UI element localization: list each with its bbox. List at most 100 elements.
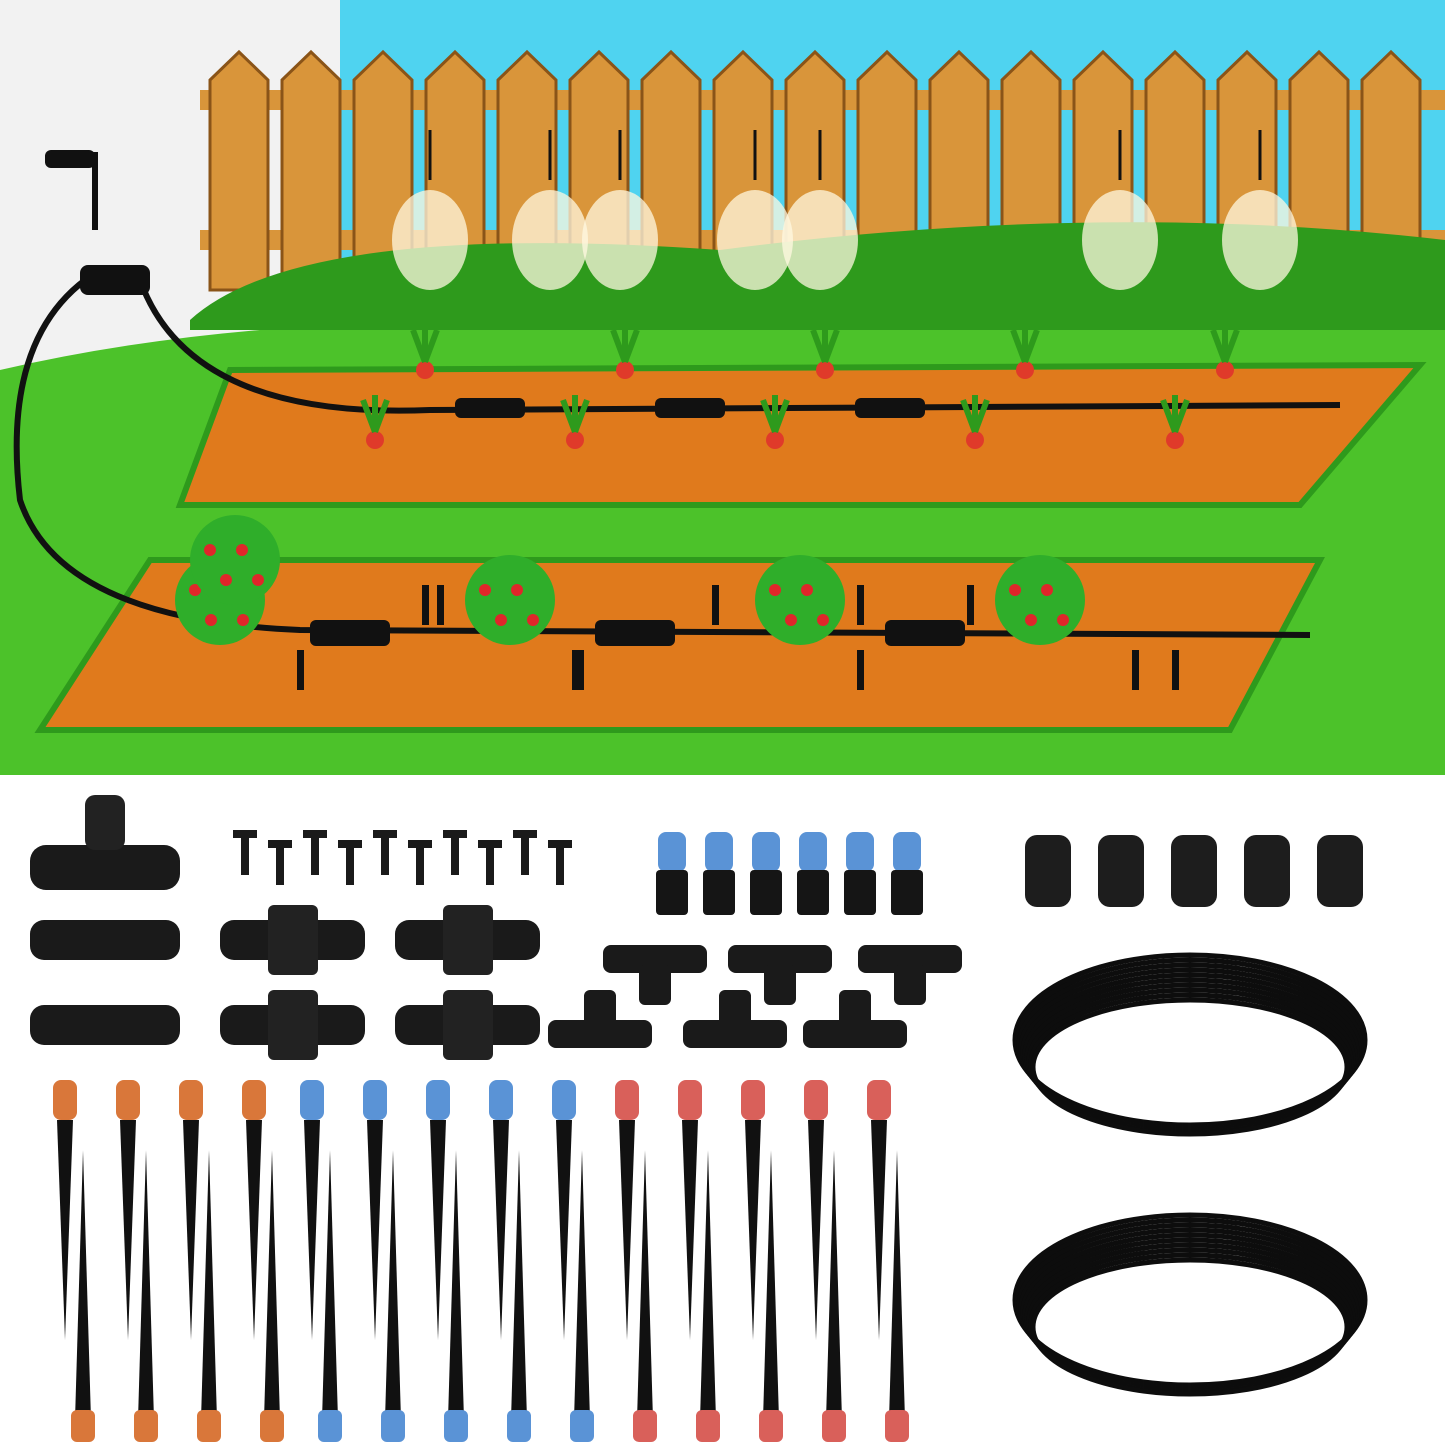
misting-nozzle <box>797 870 829 915</box>
stake-nozzle-red <box>759 1410 783 1442</box>
stake-nozzle-red <box>615 1080 639 1120</box>
tee-connector-branch <box>764 965 796 1005</box>
stake-blue <box>493 1120 509 1340</box>
stake-red <box>619 1120 635 1340</box>
faucet-connector <box>80 265 150 295</box>
end-cap <box>1171 835 1217 907</box>
stake-blue <box>574 1150 590 1420</box>
plug-stem <box>276 840 284 885</box>
tomato <box>511 584 523 596</box>
tomato <box>189 584 201 596</box>
stake-sprinkler <box>1132 650 1139 690</box>
plug-stem <box>521 830 529 875</box>
stake-orange <box>264 1150 280 1420</box>
mist-spray <box>582 190 658 290</box>
stake-nozzle-red <box>696 1410 720 1442</box>
tomato <box>801 584 813 596</box>
carrot <box>1216 361 1234 379</box>
stake-red <box>889 1150 905 1420</box>
stake-nozzle-orange <box>134 1410 158 1442</box>
mist-spray <box>782 190 858 290</box>
tomato <box>220 574 232 586</box>
carrot-leaves <box>810 325 840 364</box>
stake-nozzle-orange <box>116 1080 140 1120</box>
stake-nozzle-blue <box>363 1080 387 1120</box>
four-way-ports <box>443 990 493 1060</box>
stake-nozzle-orange <box>179 1080 203 1120</box>
bed-connector <box>310 620 390 646</box>
stake-nozzle-orange <box>53 1080 77 1120</box>
tee-connector-branch <box>584 990 616 1030</box>
stake-orange <box>57 1120 73 1340</box>
plug-stem <box>381 830 389 875</box>
carrot-leaves <box>1010 325 1040 364</box>
two-way-connector <box>30 920 180 960</box>
bed-connector <box>885 620 965 646</box>
misting-nozzle-cap <box>846 832 874 872</box>
valve-knob <box>85 795 125 850</box>
tomato <box>237 614 249 626</box>
stake-red <box>745 1120 761 1340</box>
four-way-ports <box>268 905 318 975</box>
carrot-leaves <box>360 395 390 434</box>
stake-sprinkler <box>857 650 864 690</box>
stake-sprinkler <box>572 650 579 690</box>
stake-nozzle-red <box>741 1080 765 1120</box>
mist-spray <box>1222 190 1298 290</box>
carrot-leaves <box>560 395 590 434</box>
tomato <box>769 584 781 596</box>
misting-nozzle-cap <box>752 832 780 872</box>
kit-components <box>30 795 1368 1442</box>
end-cap <box>1098 835 1144 907</box>
faucet-icon <box>45 150 95 168</box>
stake-sprinkler <box>437 585 444 625</box>
tube-coil-center <box>1070 1270 1310 1360</box>
four-way-ports <box>443 905 493 975</box>
end-cap <box>1025 835 1071 907</box>
bed-connector <box>595 620 675 646</box>
stake-sprinkler <box>422 585 429 625</box>
bed-connector <box>655 398 725 418</box>
stake-orange <box>75 1150 91 1420</box>
tube-coil-center <box>1070 1010 1310 1100</box>
stake-nozzle-red <box>804 1080 828 1120</box>
bed-connector <box>455 398 525 418</box>
tomato <box>785 614 797 626</box>
misting-nozzle <box>656 870 688 915</box>
end-cap <box>1244 835 1290 907</box>
stake-blue <box>511 1150 527 1420</box>
stake-nozzle-blue <box>381 1410 405 1442</box>
carrot <box>566 431 584 449</box>
stake-blue <box>448 1150 464 1420</box>
tee-connector <box>603 945 707 973</box>
stake-sprinkler <box>1172 650 1179 690</box>
tube-coil <box>1030 1257 1350 1397</box>
stake-orange <box>120 1120 136 1340</box>
stake-nozzle-blue <box>507 1410 531 1442</box>
tomato <box>252 574 264 586</box>
tube-coil <box>1030 997 1350 1137</box>
tee-connector <box>548 1020 652 1048</box>
misting-nozzle <box>844 870 876 915</box>
carrot-leaves <box>410 325 440 364</box>
tomato-plant <box>190 515 280 605</box>
stake-red <box>826 1150 842 1420</box>
tee-connector <box>728 945 832 973</box>
mist-spray <box>512 190 588 290</box>
misting-nozzle-cap <box>658 832 686 872</box>
tomato <box>1057 614 1069 626</box>
carrot <box>1016 361 1034 379</box>
stake-red <box>637 1150 653 1420</box>
tee-connector-branch <box>719 990 751 1030</box>
carrot-leaves <box>760 395 790 434</box>
tomato <box>1041 584 1053 596</box>
fence-picket <box>208 49 270 292</box>
stake-orange <box>246 1120 262 1340</box>
stake-red <box>763 1150 779 1420</box>
tomato <box>495 614 507 626</box>
tee-connector-branch <box>894 965 926 1005</box>
stake-orange <box>201 1150 217 1420</box>
four-way-ports <box>268 990 318 1060</box>
mist-spray <box>1082 190 1158 290</box>
